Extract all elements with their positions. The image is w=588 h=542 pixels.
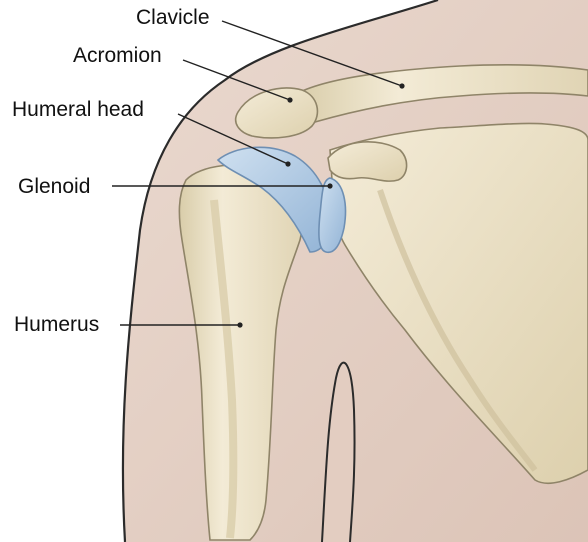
dot-clavicle xyxy=(399,83,404,88)
coracoid-process xyxy=(328,142,407,181)
label-humerus: Humerus xyxy=(14,314,99,335)
dot-glenoid xyxy=(327,183,332,188)
label-acromion: Acromion xyxy=(73,45,162,66)
dot-humerus xyxy=(237,322,242,327)
label-glenoid: Glenoid xyxy=(18,176,90,197)
dot-humeral-head xyxy=(285,161,290,166)
dot-acromion xyxy=(287,97,292,102)
label-humeral-head: Humeral head xyxy=(12,99,144,120)
label-clavicle: Clavicle xyxy=(136,7,210,28)
